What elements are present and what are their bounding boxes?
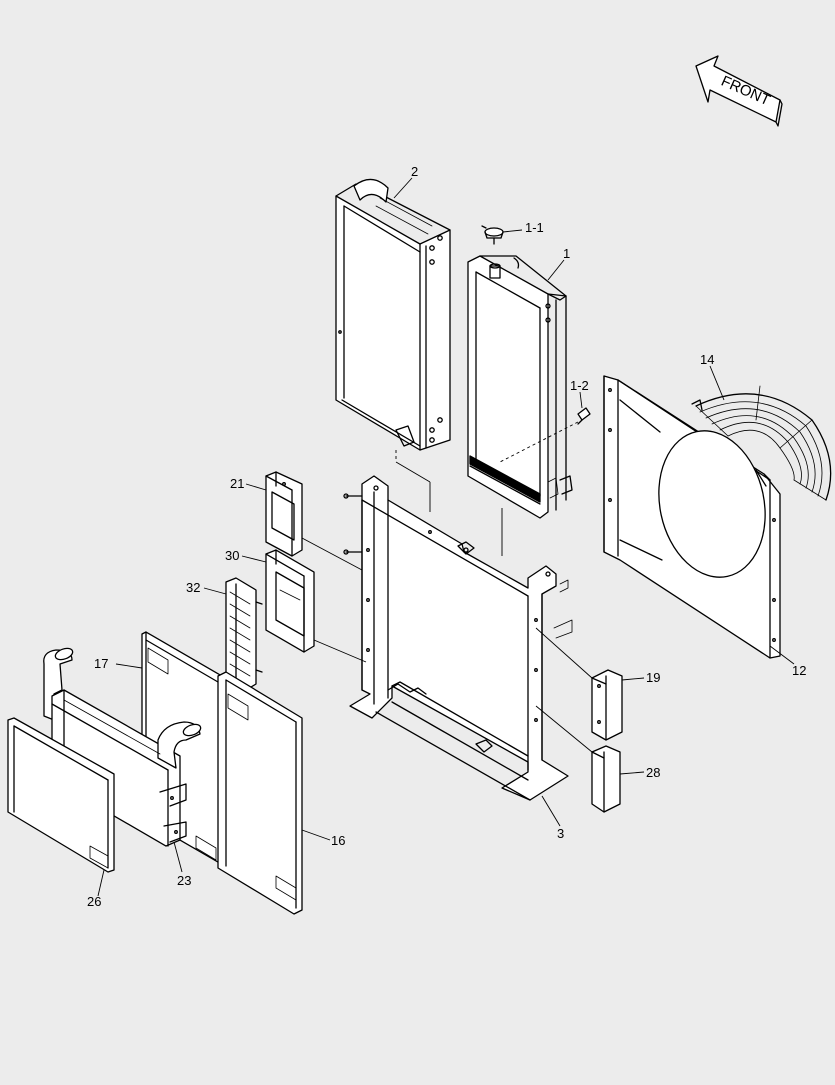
part-28-bracket	[591, 745, 621, 813]
part-19-bracket	[591, 669, 623, 741]
callout-1-1: 1-1	[525, 220, 544, 235]
part-32-fin-cooler	[225, 577, 263, 691]
part-2-oil-cooler	[335, 178, 451, 451]
callout-3: 3	[557, 826, 564, 841]
part-23-charge-air-cooler	[43, 647, 202, 847]
callout-16: 16	[331, 833, 345, 848]
callout-28: 28	[646, 765, 660, 780]
callout-23: 23	[177, 873, 191, 888]
part-14-fan-guard	[691, 385, 832, 501]
callout-21: 21	[230, 476, 244, 491]
part-30-cover-plate	[265, 549, 315, 653]
callout-1: 1	[563, 246, 570, 261]
part-1-1-radiator-cap	[481, 225, 504, 245]
callout-32: 32	[186, 580, 200, 595]
callout-17: 17	[94, 656, 108, 671]
front-arrow-icon: FRONT	[695, 55, 783, 127]
callout-14: 14	[700, 352, 714, 367]
callout-2: 2	[411, 164, 418, 179]
part-16-screen-panel	[217, 671, 303, 915]
part-3-radiator-frame	[343, 475, 573, 801]
part-12-fan-shroud	[603, 375, 781, 659]
callout-26: 26	[87, 894, 101, 909]
part-1-radiator	[467, 255, 573, 519]
callout-1-2: 1-2	[570, 378, 589, 393]
part-21-gasket-plate	[265, 471, 303, 557]
part-26-front-screen	[7, 717, 115, 873]
callout-12: 12	[792, 663, 806, 678]
callout-19: 19	[646, 670, 660, 685]
part-1-2-drain-cock	[577, 407, 591, 425]
callout-30: 30	[225, 548, 239, 563]
